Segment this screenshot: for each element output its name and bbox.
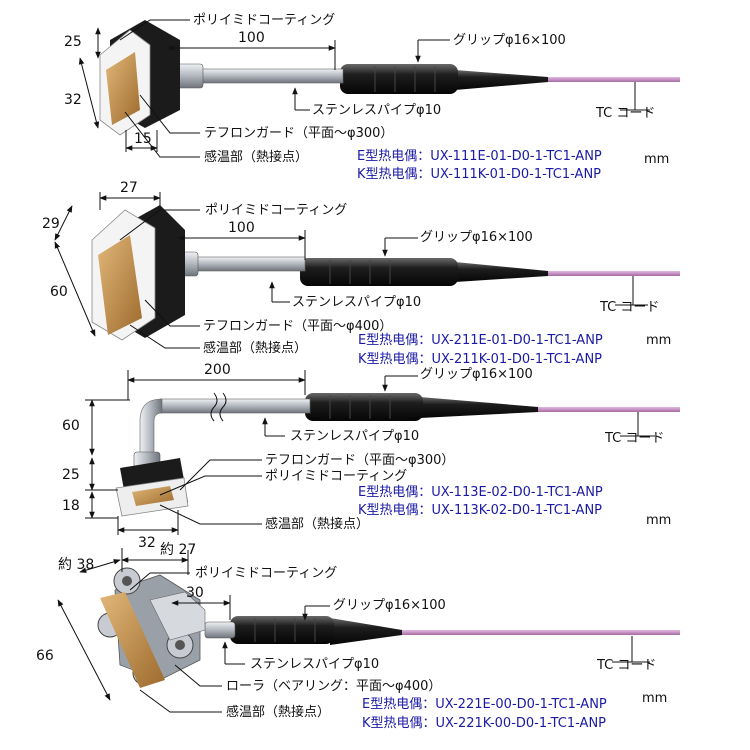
label-guard: テフロンガード（平面～φ300） bbox=[265, 453, 454, 468]
dim-d4: 66 bbox=[36, 648, 54, 664]
dim-d4: 18 bbox=[62, 498, 80, 514]
model-k: K型热电偶：UX-113K-02-D0-1-TC1-ANP bbox=[358, 503, 602, 518]
model-k: K型热电偶：UX-211K-01-D0-1-TC1-ANP bbox=[358, 352, 602, 367]
label-unit: mm bbox=[644, 152, 669, 167]
dim-d1: 200 bbox=[204, 362, 231, 378]
grip-taper bbox=[455, 70, 548, 90]
dim-d1: 約 38 bbox=[58, 557, 94, 573]
label-grip: グリップφ16×100 bbox=[333, 598, 446, 613]
label-grip: グリップφ16×100 bbox=[420, 230, 533, 245]
dim-d3: 30 bbox=[186, 585, 204, 601]
tc-cable bbox=[545, 271, 680, 276]
dim-d2: 29 bbox=[42, 216, 60, 232]
dim-d3: 15 bbox=[134, 131, 152, 147]
steel-pipe bbox=[194, 68, 344, 84]
probe-1: 25 32 15 100 ポリイミドコーティング グリップφ16×100 ステン… bbox=[64, 13, 680, 182]
sensing-band bbox=[106, 52, 140, 125]
model-e: E型热电偶：UX-111E-01-D0-1-TC1-ANP bbox=[357, 149, 602, 164]
sensing-band bbox=[132, 486, 174, 506]
pipe-elbow bbox=[139, 398, 163, 456]
steel-pipe bbox=[189, 256, 306, 272]
label-sense: 感温部（熱接点） bbox=[265, 516, 369, 532]
dim-d3: 60 bbox=[50, 284, 68, 300]
label-unit: mm bbox=[646, 513, 671, 528]
label-pipe: ステンレスパイプφ10 bbox=[290, 429, 419, 444]
tc-cable bbox=[400, 630, 680, 635]
dim-d2: 32 bbox=[64, 92, 82, 108]
sensing-band bbox=[100, 592, 165, 688]
label-cord: TC コード bbox=[599, 300, 659, 315]
label-sense: 感温部（熱接点） bbox=[203, 340, 307, 356]
label-pipe: ステンレスパイプφ10 bbox=[292, 295, 421, 310]
label-guard: テフロンガード（平面～φ400） bbox=[203, 319, 392, 334]
break-mark bbox=[219, 392, 227, 422]
grip bbox=[340, 64, 458, 94]
steel-pipe bbox=[159, 398, 311, 414]
label-sense: 感温部（熱接点） bbox=[226, 704, 330, 720]
dim-d3: 25 bbox=[62, 467, 80, 483]
grip-taper bbox=[455, 262, 548, 282]
dim-d4: 100 bbox=[228, 220, 255, 236]
label-cord: TC コード bbox=[596, 658, 656, 673]
label-grip: グリップφ16×100 bbox=[420, 367, 533, 382]
label-unit: mm bbox=[642, 691, 667, 706]
sensing-band bbox=[98, 235, 142, 335]
probe-3: 200 60 25 18 32 グリップφ16×100 ステンレスパイプφ10 … bbox=[62, 362, 680, 551]
label-pipe: ステンレスパイプφ10 bbox=[312, 103, 441, 118]
probe-2: 27 29 60 100 ポリイミドコーティング グリップφ16×100 ステン… bbox=[42, 180, 680, 367]
label-grip: グリップφ16×100 bbox=[453, 33, 566, 48]
model-e: E型热电偶：UX-211E-01-D0-1-TC1-ANP bbox=[358, 333, 603, 348]
model-e: E型热电偶：UX-221E-00-D0-1-TC1-ANP bbox=[362, 697, 607, 712]
model-k: K型热电偶：UX-111K-01-D0-1-TC1-ANP bbox=[357, 167, 601, 182]
model-e: E型热电偶：UX-113E-02-D0-1-TC1-ANP bbox=[358, 485, 603, 500]
label-unit: mm bbox=[646, 333, 671, 348]
dim-d2: 60 bbox=[62, 418, 80, 434]
grip-taper bbox=[330, 618, 402, 645]
label-coating: ポリイミドコーティング bbox=[205, 203, 347, 218]
dim-d1: 25 bbox=[64, 34, 82, 50]
label-guard: テフロンガード（平面～φ300） bbox=[204, 126, 393, 141]
label-roller: ローラ（ベアリング：平面～φ400） bbox=[226, 679, 441, 694]
break-mark bbox=[210, 392, 218, 422]
grip bbox=[305, 393, 423, 421]
label-sense: 感温部（熱接点） bbox=[204, 149, 308, 165]
tc-cable bbox=[545, 77, 680, 82]
pipe-collar bbox=[204, 621, 236, 639]
dim-d4: 100 bbox=[238, 30, 265, 46]
dim-d5: 32 bbox=[138, 535, 156, 551]
model-k: K型热电偶：UX-221K-00-D0-1-TC1-ANP bbox=[362, 716, 606, 731]
dim-d1: 27 bbox=[120, 180, 138, 196]
grip bbox=[300, 258, 458, 286]
label-coating: ポリイミドコーティング bbox=[193, 13, 335, 28]
label-cord: TC コード bbox=[595, 106, 655, 121]
label-pipe: ステンレスパイプφ10 bbox=[250, 657, 379, 672]
tc-cable bbox=[535, 407, 680, 412]
probe-4: 約 38 約 27 30 66 ポリイミドコーティング グリップφ16×100 … bbox=[36, 542, 680, 731]
dim-d2: 約 27 bbox=[160, 542, 196, 558]
label-coating: ポリイミドコーティング bbox=[265, 469, 407, 484]
label-coating: ポリイミドコーティング bbox=[195, 566, 337, 581]
grip bbox=[230, 616, 334, 644]
grip-taper bbox=[420, 397, 538, 418]
label-cord: TC コード bbox=[604, 431, 664, 446]
